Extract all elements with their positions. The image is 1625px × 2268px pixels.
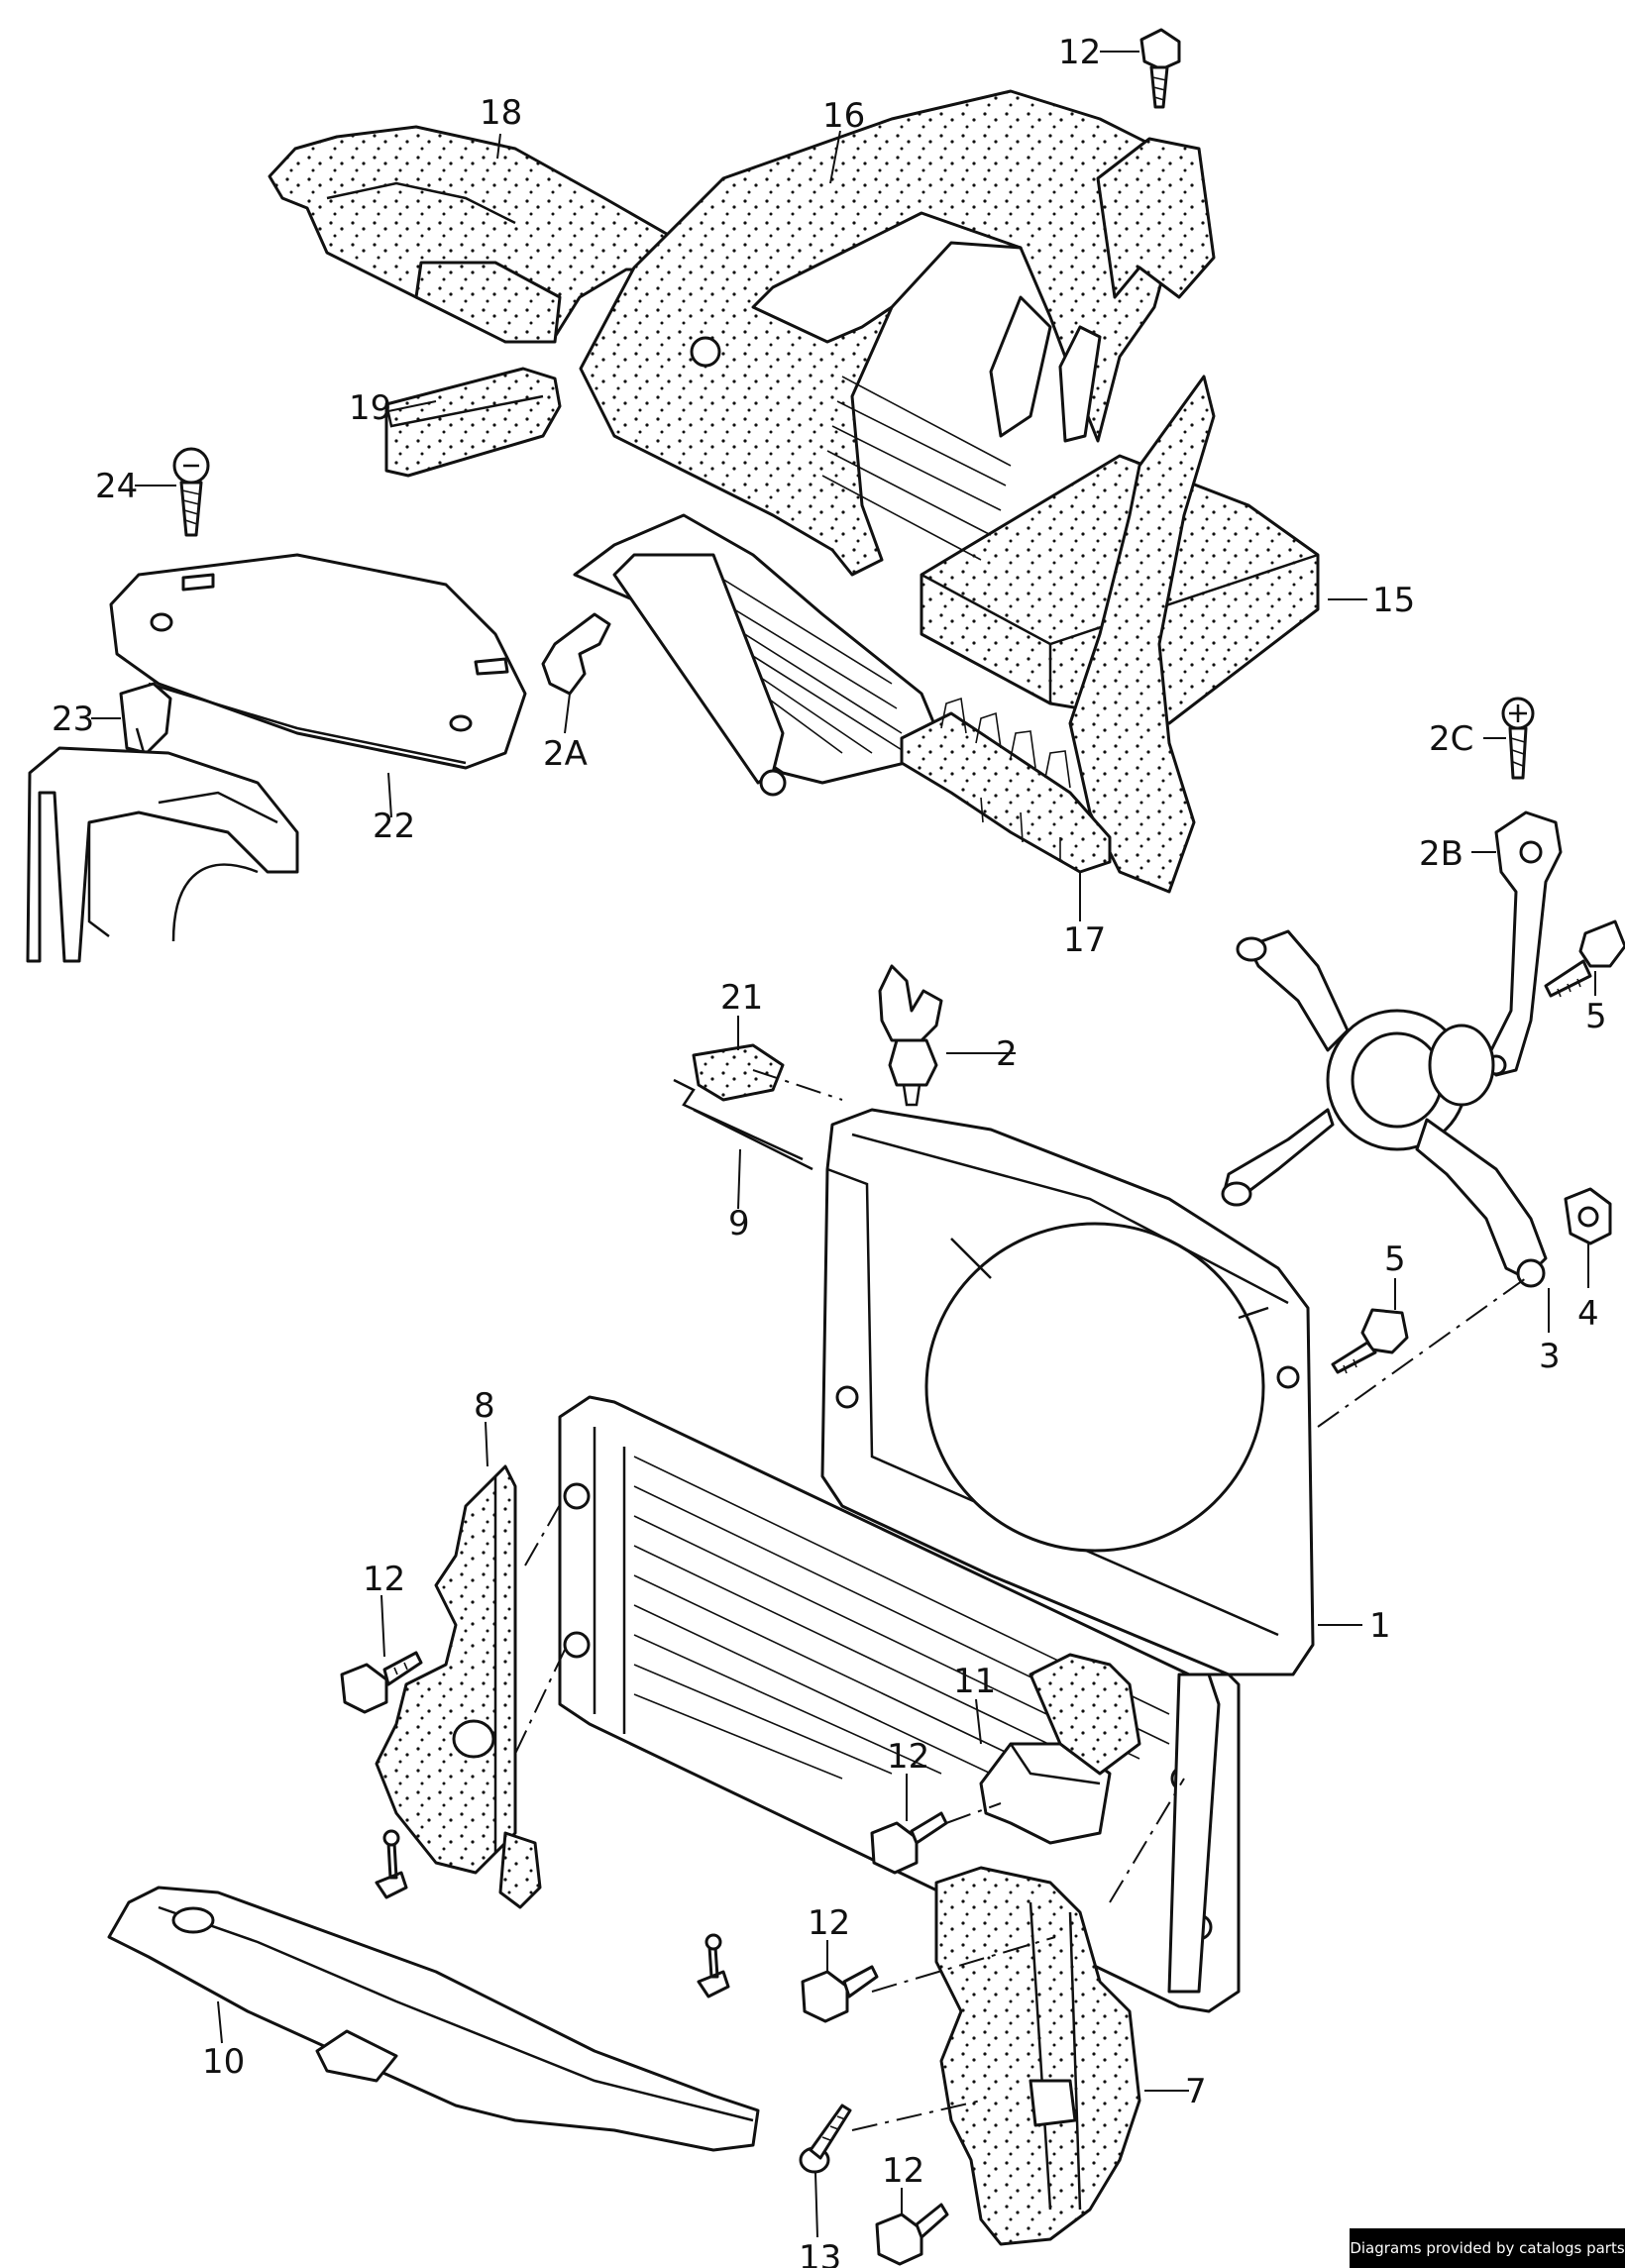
air-duct-body xyxy=(573,513,948,797)
callout-12-lower-b: 12 xyxy=(882,2151,924,2191)
alignment-lines xyxy=(514,1069,1527,2131)
callout-12-left: 12 xyxy=(363,1560,405,1599)
callout-15: 15 xyxy=(1372,581,1415,620)
part-15-heat-exchanger-core xyxy=(920,295,1320,894)
part-17-foam-seal-strip xyxy=(900,697,1112,874)
part-11-bracket xyxy=(979,1653,1141,1845)
part-12-screw-lower-b xyxy=(875,2203,949,2266)
part-1-fan-shroud xyxy=(820,1108,1315,1676)
part-22-cover-plate xyxy=(109,553,527,770)
part-19-duct-block xyxy=(384,367,562,478)
part-2a-clip xyxy=(541,612,611,696)
callout-2b: 2B xyxy=(1419,834,1463,874)
callout-22: 22 xyxy=(373,807,415,846)
part-12-screw-left xyxy=(340,1651,423,1714)
part-8-side-seal xyxy=(375,1464,542,1909)
callout-8: 8 xyxy=(474,1386,495,1426)
callout-9: 9 xyxy=(728,1204,750,1243)
part-21-foam-tape xyxy=(692,1043,785,1102)
callout-12-lower-a: 12 xyxy=(808,1903,850,1943)
part-5-screw-lower xyxy=(1331,1308,1409,1374)
callout-12-mid: 12 xyxy=(887,1737,929,1777)
callout-13: 13 xyxy=(799,2238,841,2268)
callout-11: 11 xyxy=(953,1662,996,1701)
callout-7: 7 xyxy=(1185,2072,1207,2111)
part-3-motor-mount-ring xyxy=(1221,929,1548,1288)
radiator-fins-rear xyxy=(821,376,1012,561)
callout-18: 18 xyxy=(480,93,522,133)
part-5-screw-upper xyxy=(1544,919,1625,998)
part-18-air-duct-cover xyxy=(268,125,713,344)
part-24-screw xyxy=(172,447,210,537)
part-12-screw-lower-a xyxy=(801,1965,879,2023)
part-2c-screw xyxy=(1501,697,1535,780)
part-13-screw xyxy=(799,2104,852,2174)
callout-2c: 2C xyxy=(1429,719,1473,759)
callout-3: 3 xyxy=(1539,1337,1561,1376)
radiator-core xyxy=(558,1395,1241,2013)
callout-12-top: 12 xyxy=(1058,33,1101,72)
callout-10: 10 xyxy=(202,2042,245,2082)
callout-21: 21 xyxy=(720,978,763,1018)
vehicle-front-frame xyxy=(26,746,299,963)
credit-banner: Diagrams provided by catalogs parts xyxy=(1350,2228,1625,2268)
callout-23: 23 xyxy=(52,700,94,739)
callout-24: 24 xyxy=(95,467,138,506)
part-2b-bracket xyxy=(1484,810,1563,1077)
part-10-air-deflector xyxy=(107,1829,760,2152)
part-4-nut xyxy=(1564,1187,1612,1245)
part-12-screw-right-mid xyxy=(870,1811,948,1875)
leader-lines xyxy=(91,51,1596,2238)
callout-16: 16 xyxy=(822,96,865,136)
callout-4: 4 xyxy=(1577,1294,1599,1334)
part-12-screw-top xyxy=(1139,28,1181,109)
callout-2: 2 xyxy=(996,1034,1018,1074)
callout-5-lower: 5 xyxy=(1384,1240,1406,1279)
callout-5-upper: 5 xyxy=(1585,997,1607,1036)
part-2-expansion-clip xyxy=(878,964,943,1107)
callout-2a: 2A xyxy=(543,734,588,774)
part-9-seal-strip xyxy=(673,1078,813,1171)
callout-19: 19 xyxy=(349,388,391,428)
callout-labels: 12 16 18 19 24 15 23 2A 22 2C 2B 17 5 21… xyxy=(52,33,1607,2268)
callout-17: 17 xyxy=(1063,920,1106,960)
part-16-air-guide-shroud xyxy=(579,89,1216,577)
callout-1: 1 xyxy=(1369,1606,1391,1646)
part-7-lower-seal xyxy=(934,1866,1141,2246)
